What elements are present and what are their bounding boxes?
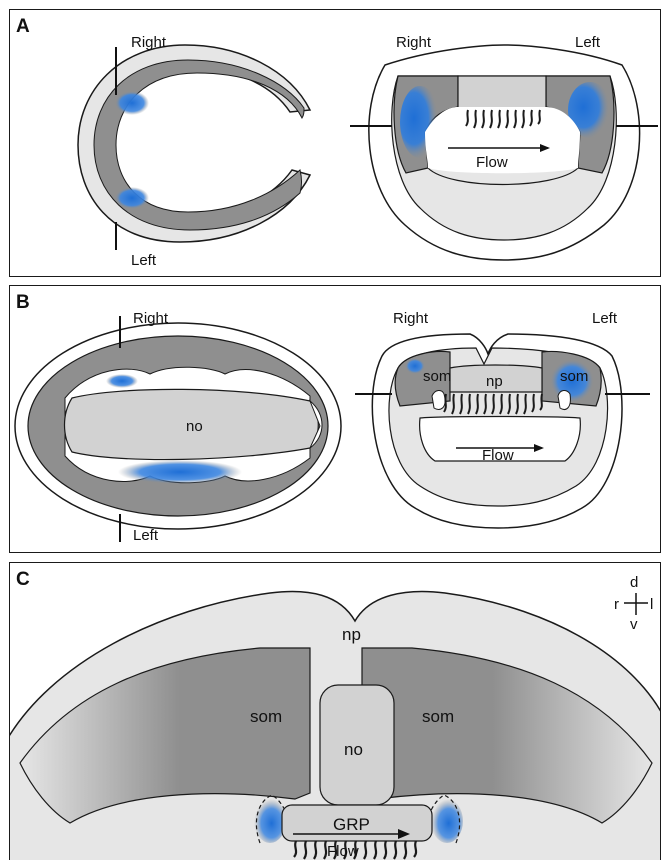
axis-r: r bbox=[614, 596, 619, 613]
label-left: Left bbox=[131, 252, 157, 269]
label-left: Left bbox=[575, 34, 601, 51]
cross-section-b: som som np Flow bbox=[372, 334, 622, 528]
panel-b: B no Right Left bbox=[9, 285, 661, 553]
left-right-marker bbox=[115, 91, 149, 115]
label-right: Right bbox=[131, 34, 167, 51]
panel-a-diagram: A Right Left bbox=[10, 10, 661, 277]
flow-label: Flow bbox=[482, 447, 514, 464]
label-np: np bbox=[486, 373, 503, 390]
label-som-left: som bbox=[250, 707, 282, 726]
panel-b-diagram: B no Right Left bbox=[10, 286, 661, 553]
panel-letter-a: A bbox=[16, 16, 30, 37]
oval-embryo: no bbox=[15, 323, 341, 529]
label-som-left: som bbox=[423, 368, 451, 385]
label-left: Left bbox=[133, 527, 159, 544]
label-som-right: som bbox=[560, 368, 588, 385]
label-no: no bbox=[186, 418, 203, 435]
label-np: np bbox=[342, 625, 361, 644]
axis-l: l bbox=[650, 596, 653, 613]
label-right: Right bbox=[396, 34, 432, 51]
label-left: Left bbox=[592, 310, 618, 327]
flow-label: Flow bbox=[327, 843, 359, 860]
axis-indicator: d r l v bbox=[614, 574, 653, 633]
label-no: no bbox=[344, 740, 363, 759]
axis-v: v bbox=[630, 616, 638, 633]
left-right-marker bbox=[118, 460, 242, 484]
label-right: Right bbox=[133, 310, 169, 327]
panel-c-diagram: C np no som som GRP bbox=[10, 563, 661, 860]
label-som-right: som bbox=[422, 707, 454, 726]
panel-letter-c: C bbox=[16, 569, 30, 590]
cross-section-a bbox=[369, 45, 640, 260]
left-right-marker bbox=[115, 187, 149, 209]
axis-d: d bbox=[630, 574, 638, 591]
flow-label: Flow bbox=[476, 154, 508, 171]
left-right-marker bbox=[106, 374, 138, 388]
label-right: Right bbox=[393, 310, 429, 327]
panel-c-flow: Flow bbox=[0, 820, 670, 860]
panel-letter-b: B bbox=[16, 292, 30, 313]
c-shaped-embryo bbox=[78, 45, 310, 242]
panel-a: A Right Left bbox=[9, 9, 661, 277]
panel-c: C np no som som GRP bbox=[9, 562, 661, 860]
